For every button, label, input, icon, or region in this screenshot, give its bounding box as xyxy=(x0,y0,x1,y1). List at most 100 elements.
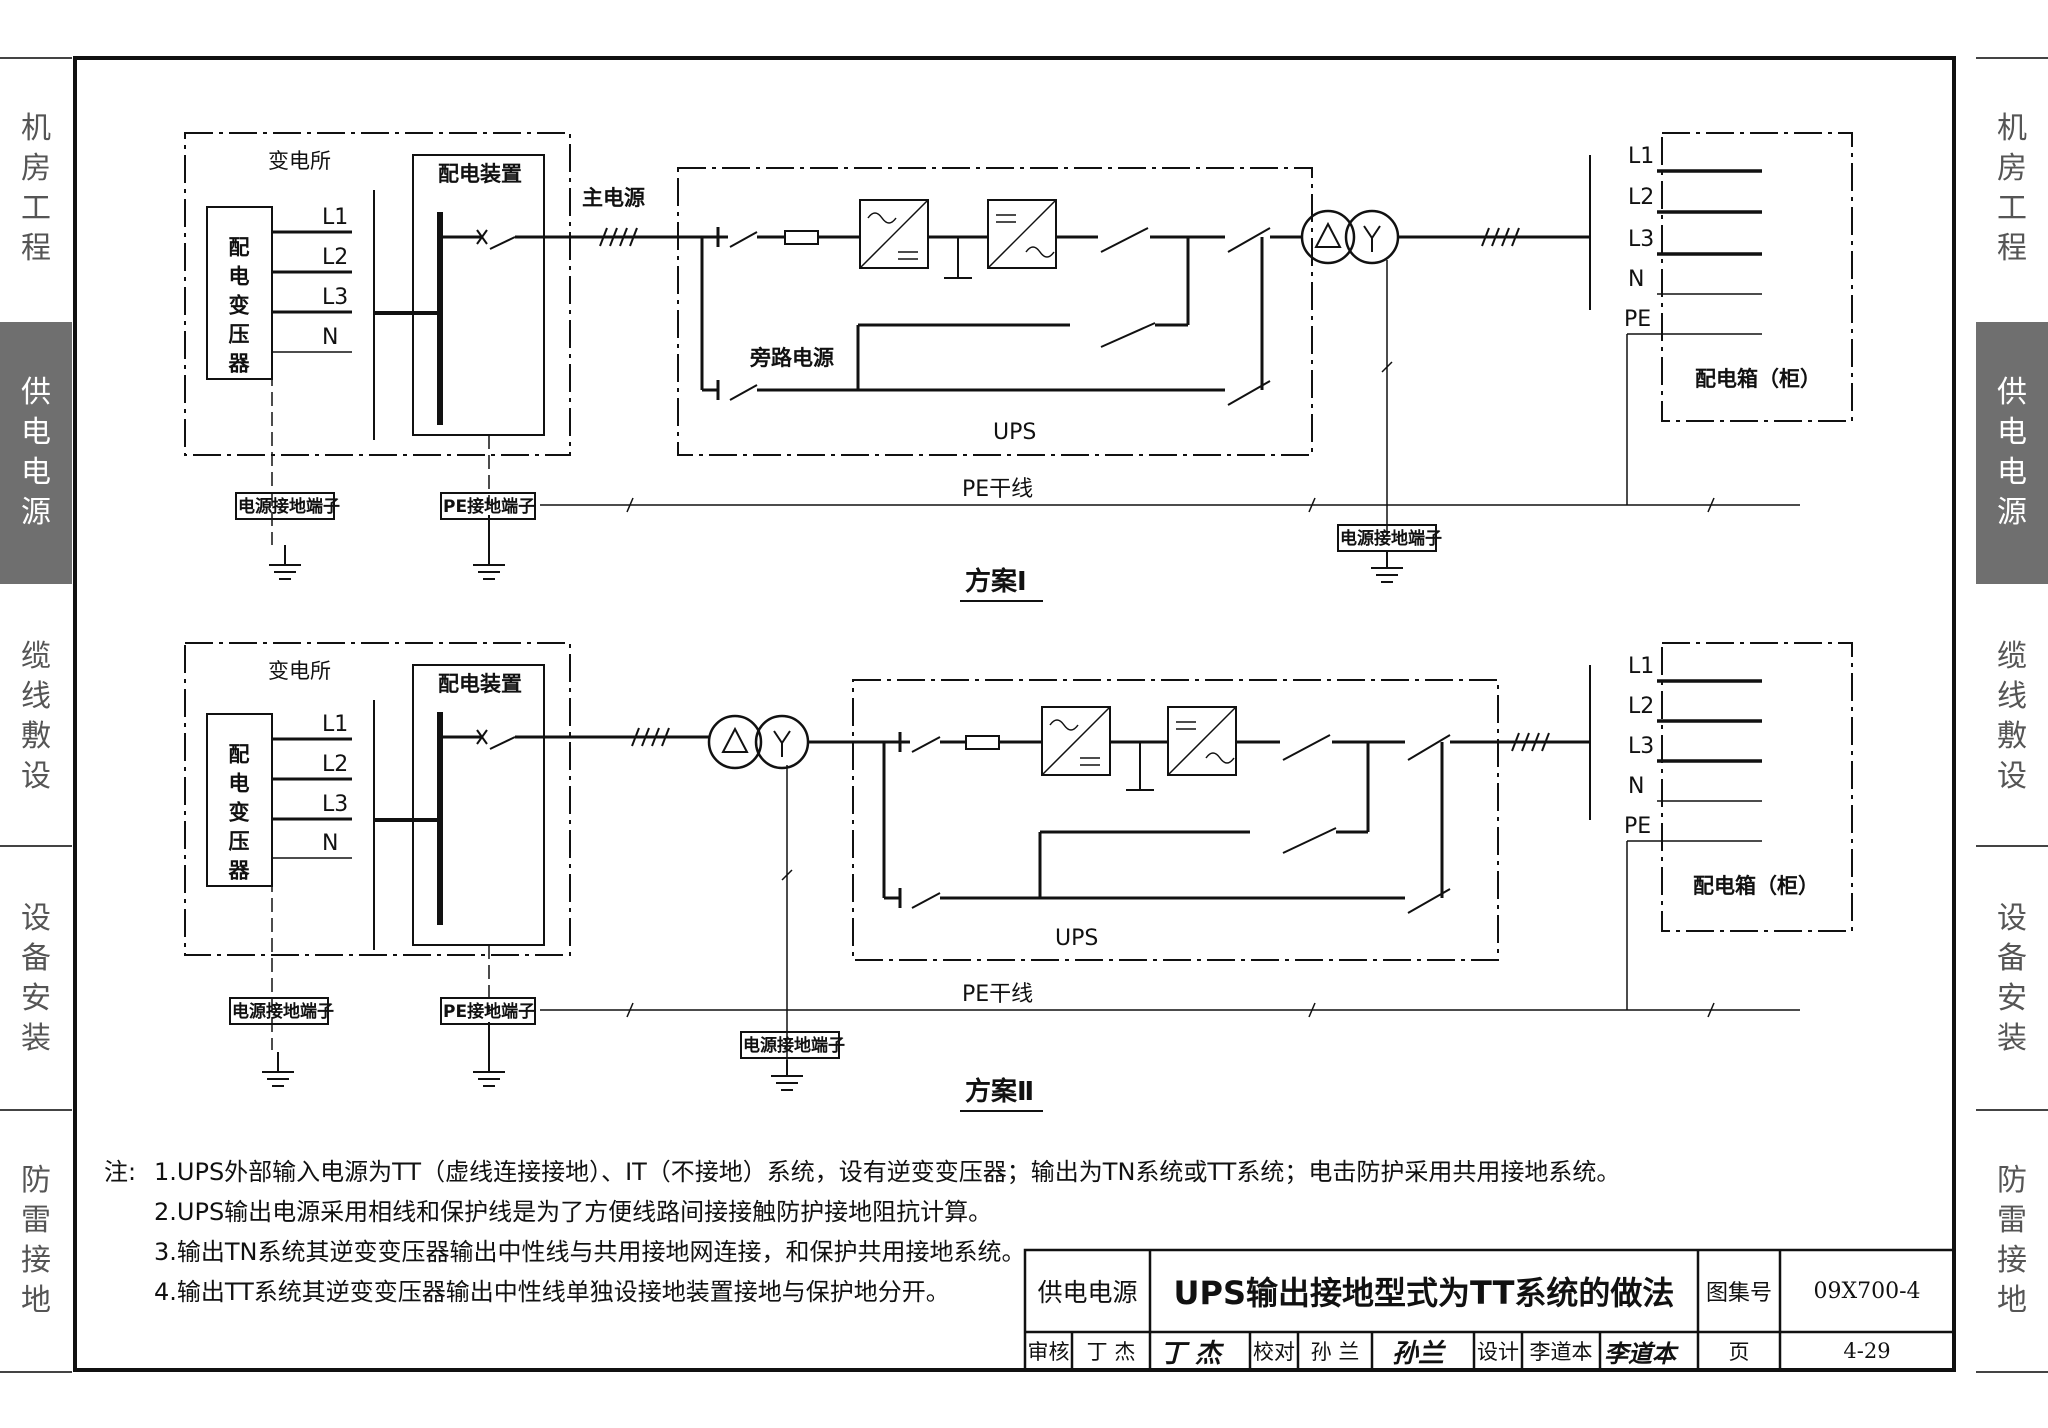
ups-box xyxy=(677,167,1313,456)
panel-phase-lines xyxy=(1657,169,1762,256)
ups-label: UPS xyxy=(993,420,1036,445)
note-item: 1.UPS外部输入电源为TT（虚线连接接地）、IT（不接地）系统，设有逆变变压器… xyxy=(154,1158,1621,1186)
ground-symbol xyxy=(1371,550,1403,583)
switchgear-label: 配电装置 xyxy=(438,672,522,696)
inverter xyxy=(987,199,1057,269)
side-tab-lanxian[interactable]: 缆线敷设 xyxy=(0,588,72,846)
main-power-label: 主电源 xyxy=(582,186,645,210)
transformer-box xyxy=(206,713,273,887)
side-tab-shebei[interactable]: 设备安装 xyxy=(0,850,72,1108)
rectifier xyxy=(859,199,929,269)
line-label-n: N xyxy=(322,325,338,350)
fuse xyxy=(965,735,1000,750)
side-tab-label: 设备安装 xyxy=(1997,901,2027,1056)
checker-name: 孙 兰 xyxy=(1310,1340,1360,1364)
panel-line-l1: L1 xyxy=(1628,144,1654,169)
switchgear-breaker xyxy=(489,236,516,250)
terminal-pe-label: PE接地端子 xyxy=(443,1001,535,1022)
terminal-power-label-2: 电源接地端子 xyxy=(1340,528,1442,549)
check-label: 校对 xyxy=(1253,1340,1295,1364)
panel-box xyxy=(1661,132,1853,422)
reviewer-signature: 丁 杰 xyxy=(1160,1339,1225,1369)
scheme-2 xyxy=(184,642,1853,1091)
design-label: 设计 xyxy=(1477,1340,1519,1364)
atlas-label: 图集号 xyxy=(1705,1281,1772,1306)
scheme-1 xyxy=(184,132,1853,583)
panel-line-l2: L2 xyxy=(1628,185,1654,210)
side-tab-jifang[interactable]: 机房工程 xyxy=(0,60,72,318)
panel-line-l3: L3 xyxy=(1628,734,1654,759)
feeder-ticks xyxy=(599,227,638,247)
pe-trunk-label: PE干线 xyxy=(962,477,1033,502)
note-item: 2.UPS输出电源采用相线和保护线是为了方便线路间接接触防护接地阻抗计算。 xyxy=(154,1198,993,1226)
switchgear-box xyxy=(412,664,545,946)
substation-box xyxy=(184,132,571,456)
transformer-box xyxy=(206,206,273,380)
transformer-lines xyxy=(272,230,352,314)
note-row: 注:1.UPS外部输入电源为TT（虚线连接接地）、IT（不接地）系统，设有逆变变… xyxy=(104,1152,1620,1192)
panel-label: 配电箱（柜） xyxy=(1693,874,1819,898)
scheme-caption: 方案Ⅱ xyxy=(965,1076,1034,1107)
line-label-l2: L2 xyxy=(322,752,348,777)
side-tab-label: 供电电源 xyxy=(21,375,51,530)
line-label-l3: L3 xyxy=(322,792,348,817)
terminal-pe-label: PE接地端子 xyxy=(443,496,535,517)
line-label-l2: L2 xyxy=(322,245,348,270)
panel-box xyxy=(1661,642,1853,932)
fuse xyxy=(784,230,819,245)
line-label-l1: L1 xyxy=(322,205,348,230)
switchgear-label: 配电装置 xyxy=(438,162,522,186)
line-label-l3: L3 xyxy=(322,285,348,310)
ground-symbol xyxy=(473,1022,505,1087)
panel-line-pe: PE xyxy=(1624,814,1651,839)
page-number: 4-29 xyxy=(1843,1339,1891,1363)
ups-box xyxy=(852,679,1499,961)
panel-label: 配电箱（柜） xyxy=(1695,367,1821,391)
transformer-label: 配电变压器 xyxy=(226,236,251,381)
substation-label: 变电所 xyxy=(268,659,331,683)
side-tab-label: 缆线敷设 xyxy=(1997,639,2027,794)
side-tab-gongdian[interactable]: 供电电源 xyxy=(0,322,72,584)
substation-box xyxy=(184,642,571,956)
isolation-transformer-delta xyxy=(707,714,763,770)
transformer-label: 配电变压器 xyxy=(226,743,251,888)
bypass-switch xyxy=(1100,322,1156,348)
side-tab-label: 防雷接地 xyxy=(21,1163,51,1318)
side-tab-jifang-right[interactable]: 机房工程 xyxy=(1976,60,2048,318)
panel-line-n: N xyxy=(1628,774,1644,799)
side-tab-label: 供电电源 xyxy=(1997,375,2027,530)
side-tab-fanglei[interactable]: 防雷接地 xyxy=(0,1112,72,1370)
ups-input-switch xyxy=(729,231,758,248)
side-tab-label: 防雷接地 xyxy=(1997,1163,2027,1318)
title-block-category: 供电电源 xyxy=(1037,1278,1138,1307)
panel-line-pe: PE xyxy=(1624,307,1651,332)
breaker-mark xyxy=(476,229,488,245)
side-tab-gongdian-right[interactable]: 供电电源 xyxy=(1976,322,2048,584)
substation-label: 变电所 xyxy=(268,149,331,173)
side-tab-label: 设备安装 xyxy=(21,901,51,1056)
line-label-n: N xyxy=(322,831,338,856)
atlas-number: 09X700-4 xyxy=(1813,1278,1921,1304)
side-tab-label: 缆线敷设 xyxy=(21,639,51,794)
drawing-frame xyxy=(73,56,1956,1372)
pe-trunk-label: PE干线 xyxy=(962,982,1033,1007)
scheme-caption: 方案Ⅰ xyxy=(965,566,1027,597)
terminal-power-label: 电源接地端子 xyxy=(238,496,340,517)
ground-symbol xyxy=(262,1052,294,1087)
note-row: 3.输出TN系统其逆变变压器输出中性线与共用接地网连接，和保护共用接地系统。 xyxy=(104,1232,1620,1272)
side-tab-lanxian-right[interactable]: 缆线敷设 xyxy=(1976,588,2048,846)
note-item: 4.输出TT系统其逆变变压器输出中性线单独设接地装置接地与保护地分开。 xyxy=(154,1278,950,1306)
isolation-transformer-delta xyxy=(1300,209,1356,265)
notes-block: 注:1.UPS外部输入电源为TT（虚线连接接地）、IT（不接地）系统，设有逆变变… xyxy=(104,1152,1620,1312)
line-label-l1: L1 xyxy=(322,712,348,737)
title-block-grid xyxy=(1023,1248,1956,1372)
review-label: 审核 xyxy=(1027,1340,1070,1364)
side-tab-fanglei-right[interactable]: 防雷接地 xyxy=(1976,1112,2048,1370)
note-row: 4.输出TT系统其逆变变压器输出中性线单独设接地装置接地与保护地分开。 xyxy=(104,1272,1620,1312)
side-tab-dividers xyxy=(0,57,2048,1373)
switchgear-box xyxy=(412,154,545,436)
side-tab-shebei-right[interactable]: 设备安装 xyxy=(1976,850,2048,1108)
drawing-title: UPS输出接地型式为TT系统的做法 xyxy=(1173,1274,1675,1312)
side-tab-label: 机房工程 xyxy=(21,111,51,266)
